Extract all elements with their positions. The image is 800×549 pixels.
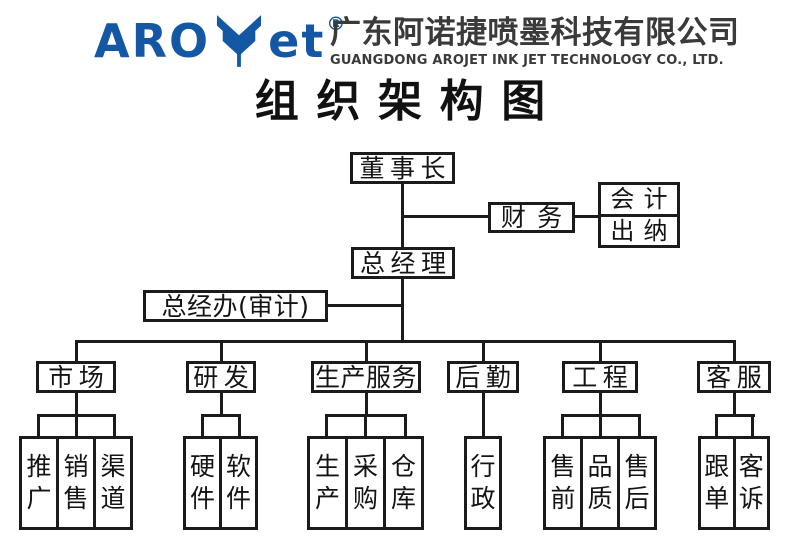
dept-customer-service: 客服 — [697, 361, 771, 393]
group-production-children: 生产 采购 仓库 — [307, 436, 424, 530]
node-finance: 财务 — [488, 202, 575, 233]
connector-finance-children — [574, 215, 599, 218]
group-rd-children: 硬件 软件 — [183, 436, 258, 530]
cell-aftersales: 售后 — [617, 439, 654, 527]
company-logo: ARO et ® — [94, 12, 346, 70]
bracket-drop-engineering — [599, 392, 602, 417]
connector-to-finance — [401, 215, 489, 218]
drop-logistics — [482, 340, 485, 363]
connector-gm-office — [327, 304, 402, 307]
node-cashier: 出纳 — [601, 213, 677, 246]
stub-market-2 — [75, 414, 78, 437]
bracket-drop-service — [733, 392, 736, 417]
bracket-drop-production — [365, 392, 368, 417]
leaf-icon — [217, 15, 262, 67]
stub-market-1 — [37, 414, 40, 437]
cell-quality: 品质 — [580, 439, 617, 527]
dept-rd: 研发 — [186, 361, 256, 393]
stub-service-1 — [715, 414, 718, 437]
group-market-children: 推广 销售 渠道 — [19, 436, 133, 530]
cell-hardware: 硬件 — [189, 451, 215, 514]
node-finance-label: 财务 — [500, 203, 574, 232]
group-engineering-children: 售前 品质 售后 — [543, 436, 657, 530]
drop-rd — [220, 340, 223, 363]
drop-engineering — [599, 340, 602, 363]
company-name-en: GUANGDONG AROJET INK JET TECHNOLOGY CO.,… — [330, 53, 724, 69]
node-chairman: 董事长 — [350, 152, 455, 184]
cell-presales: 售前 — [550, 451, 576, 514]
cell-production: 生产 — [314, 451, 340, 514]
node-finance-children: 会计 出纳 — [598, 182, 680, 248]
stub-rd-2 — [238, 414, 241, 437]
node-gm-office-label: 总经办(审计) — [161, 291, 310, 321]
stub-production-3 — [404, 414, 407, 437]
dept-customer-service-label: 客服 — [706, 362, 768, 392]
cell-promotion: 推广 — [26, 451, 52, 514]
bracket-drop-rd — [220, 392, 223, 417]
cell-order-follow: 跟单 — [704, 451, 730, 514]
logo-text-aro: ARO — [94, 14, 211, 68]
dept-logistics: 后勤 — [447, 361, 519, 393]
cell-purchasing: 采购 — [345, 439, 383, 527]
cell-admin: 行政 — [470, 451, 496, 514]
stub-production-2 — [364, 414, 367, 437]
group-logistics-children: 行政 — [464, 436, 502, 530]
registered-trademark-icon: ® — [326, 13, 346, 35]
bracket-service — [715, 414, 755, 417]
cell-sales: 销售 — [56, 439, 93, 527]
stub-engineering-2 — [599, 414, 602, 437]
node-accounting: 会计 — [610, 185, 677, 214]
stub-rd-1 — [201, 414, 204, 437]
drop-production — [365, 340, 368, 363]
stub-service-2 — [751, 414, 754, 437]
dept-production-service-label: 生产服务 — [314, 362, 417, 392]
node-general-manager-label: 总经理 — [359, 248, 452, 278]
node-gm-office: 总经办(审计) — [143, 290, 328, 322]
group-service-children: 跟单 客诉 — [698, 436, 770, 530]
cell-channel: 渠道 — [93, 439, 130, 527]
stub-production-1 — [325, 414, 328, 437]
company-names: 广东阿诺捷喷墨科技有限公司 GUANGDONG AROJET INK JET T… — [330, 15, 740, 69]
bracket-rd — [201, 414, 241, 417]
node-chairman-label: 董事长 — [359, 153, 451, 183]
dept-engineering: 工程 — [562, 361, 638, 393]
dept-rd-label: 研发 — [193, 362, 255, 392]
stub-engineering-3 — [638, 414, 641, 437]
cell-warehouse: 仓库 — [383, 439, 421, 527]
company-name-cn: 广东阿诺捷喷墨科技有限公司 — [330, 15, 740, 51]
stub-market-3 — [113, 414, 116, 437]
cell-software: 软件 — [219, 439, 255, 527]
page-title: 组织架构图 — [254, 76, 563, 127]
connector-gm-mainline — [401, 279, 404, 343]
dept-market: 市场 — [36, 361, 116, 393]
node-general-manager: 总经理 — [351, 247, 455, 279]
dept-logistics-label: 后勤 — [455, 362, 517, 392]
connector-logistics-admin — [482, 392, 485, 437]
stub-engineering-1 — [561, 414, 564, 437]
drop-market — [75, 340, 78, 363]
bracket-drop-market — [75, 392, 78, 417]
dept-market-label: 市场 — [48, 362, 110, 392]
dept-production-service: 生产服务 — [311, 361, 421, 393]
cell-complaints: 客诉 — [732, 439, 768, 527]
main-distribution-line — [75, 340, 736, 343]
drop-service — [733, 340, 736, 363]
logo-text-et: et — [268, 14, 326, 68]
dept-engineering-label: 工程 — [572, 362, 634, 392]
